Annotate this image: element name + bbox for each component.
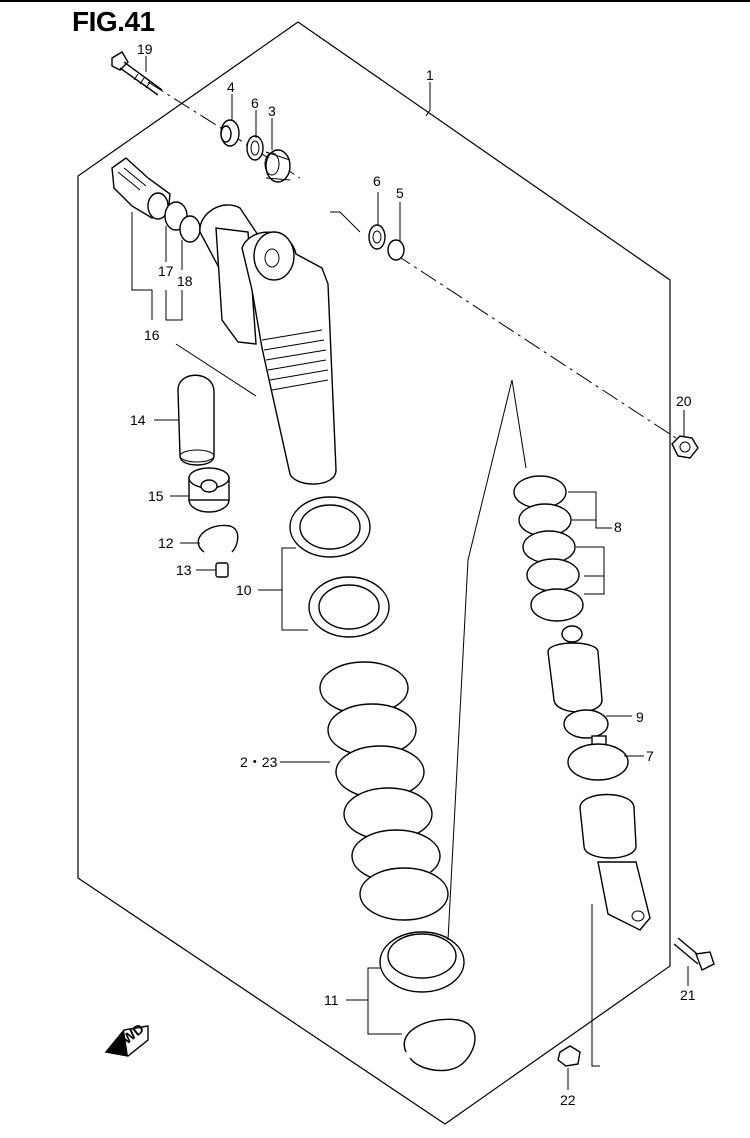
reservoir-cap-15 <box>188 467 230 513</box>
label-part-18: 18 <box>177 273 193 289</box>
circlip-12 <box>197 524 239 553</box>
o-ring-18 <box>179 215 201 243</box>
seal-6-right <box>368 224 386 250</box>
label-part-14: 14 <box>130 412 146 428</box>
label-part-10: 10 <box>236 582 252 598</box>
lock-nut-10-lower <box>308 576 390 638</box>
label-part-6b: 6 <box>373 173 381 189</box>
leader-1 <box>425 82 431 117</box>
label-part-21: 21 <box>680 987 696 1003</box>
label-part-11: 11 <box>324 992 339 1008</box>
part-labels: 1 19 4 6 3 6 5 17 18 16 14 15 12 13 10 2… <box>130 41 696 1108</box>
damper-body <box>199 204 337 485</box>
bladder-14 <box>177 374 215 466</box>
bolt-21 <box>673 937 715 971</box>
washer-5 <box>387 239 405 261</box>
label-part-3: 3 <box>268 103 276 119</box>
label-part-7: 7 <box>646 748 654 764</box>
label-part-17: 17 <box>158 263 174 279</box>
label-part-19: 19 <box>137 41 153 57</box>
label-part-8: 8 <box>614 519 622 535</box>
bearing-3 <box>264 149 291 183</box>
leader-lines <box>131 56 689 1090</box>
figure-title: FIG.41 <box>72 6 155 37</box>
label-part-12: 12 <box>158 535 174 551</box>
label-part-15: 15 <box>148 488 164 504</box>
label-part-9: 9 <box>636 709 644 725</box>
seal-6-upper <box>246 135 264 161</box>
reservoir-valve-16 <box>111 157 171 220</box>
piston-rod-assembly <box>547 625 651 931</box>
lock-nut-10-upper <box>289 496 371 558</box>
label-part-20: 20 <box>676 393 692 409</box>
spring-seat-11-clip <box>403 1018 476 1072</box>
label-part-4: 4 <box>227 79 235 95</box>
collars-8 <box>513 475 584 622</box>
top-rule <box>0 0 750 2</box>
collar-4 <box>220 119 240 147</box>
label-part-1: 1 <box>426 67 434 83</box>
label-part-22: 22 <box>560 1092 576 1108</box>
spring-seat-11-upper <box>379 931 465 993</box>
label-part-6a: 6 <box>251 95 259 111</box>
assembly-boundary <box>77 21 671 1125</box>
label-part-5: 5 <box>396 185 404 201</box>
bolt-19 <box>111 51 163 96</box>
label-part-13: 13 <box>176 562 192 578</box>
coil-spring-2-23 <box>319 661 449 921</box>
nut-20 <box>671 435 699 459</box>
nut-22 <box>557 1045 581 1067</box>
label-part-16: 16 <box>144 327 160 343</box>
valve-13 <box>215 562 229 578</box>
fwd-arrow-icon: FWD <box>104 1020 149 1057</box>
centerline-bushing <box>394 253 683 443</box>
label-part-2-23: 2・23 <box>240 754 278 770</box>
